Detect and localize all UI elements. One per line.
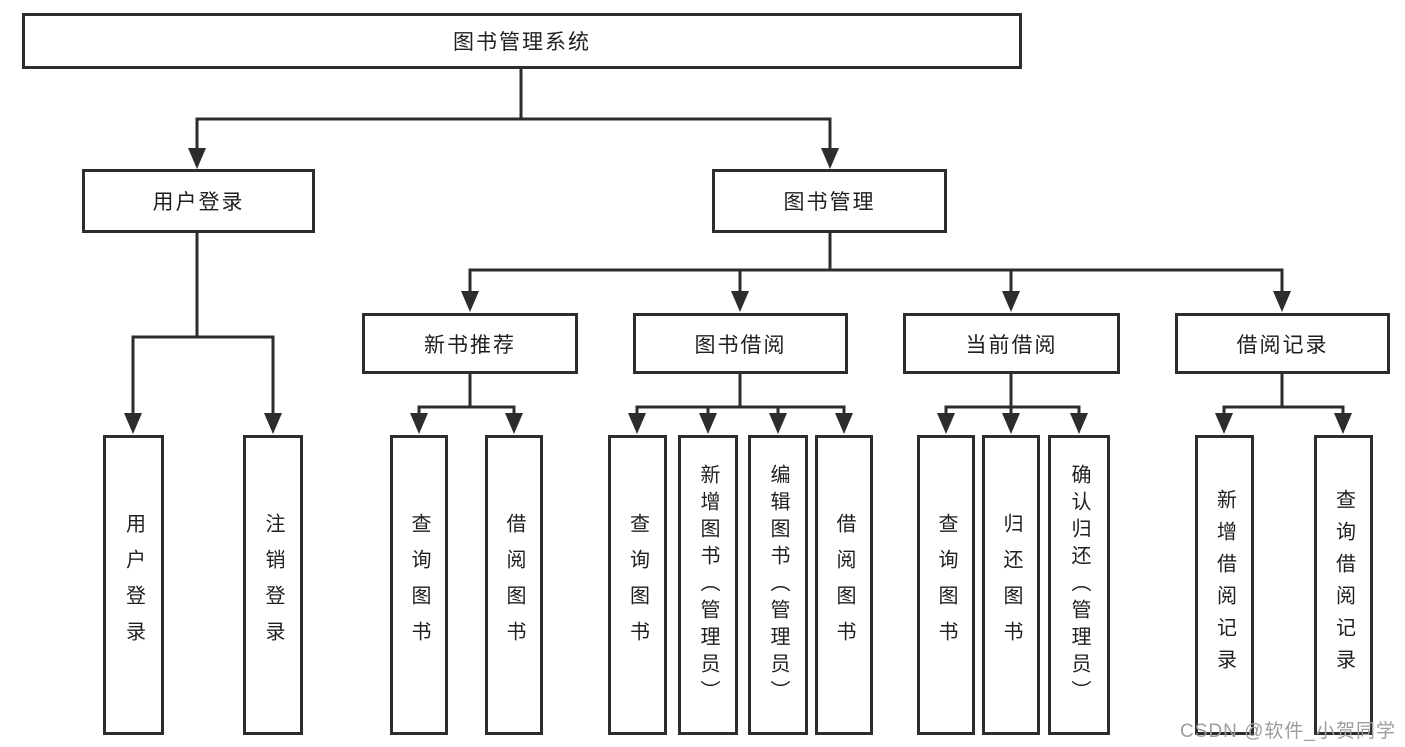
connector-line bbox=[635, 374, 846, 414]
arrowhead-icon bbox=[461, 291, 479, 312]
node-label: 借阅图书 bbox=[503, 513, 525, 657]
node-label: 图书管理 bbox=[783, 191, 876, 214]
arrowhead-icon bbox=[937, 413, 955, 434]
arrowhead-icon bbox=[769, 413, 787, 434]
arrowhead-icon bbox=[124, 413, 142, 434]
node-label: 编辑图书（管理员） bbox=[767, 463, 789, 707]
leaf-borrow-borrow-books: 借阅图书 bbox=[815, 435, 873, 735]
arrowhead-icon bbox=[1215, 413, 1233, 434]
node-label: 查询图书 bbox=[626, 513, 649, 657]
edge-newbookrec-to-leaves bbox=[410, 374, 523, 434]
arrowhead-icon bbox=[628, 413, 646, 434]
connector-line bbox=[195, 67, 832, 150]
leaf-newrec-query-books: 查询图书 bbox=[390, 435, 448, 735]
node-label: 查询图书 bbox=[408, 513, 430, 657]
arrowhead-icon bbox=[821, 148, 839, 169]
edge-currentborrow-to-leaves bbox=[937, 374, 1088, 434]
arrowhead-icon bbox=[1334, 413, 1352, 434]
node-label: 当前借阅 bbox=[965, 333, 1058, 357]
leaf-logout: 注销登录 bbox=[243, 435, 303, 735]
node-book-borrowing: 图书借阅 bbox=[633, 313, 848, 374]
node-label: 查询图书 bbox=[935, 513, 957, 657]
leaf-borrow-add-books-admin: 新增图书（管理员） bbox=[678, 435, 738, 735]
arrowhead-icon bbox=[1002, 291, 1020, 312]
connector-line bbox=[468, 233, 1284, 293]
arrowhead-icon bbox=[410, 413, 428, 434]
node-label: 借阅记录 bbox=[1236, 333, 1329, 357]
leaf-newrec-borrow-books: 借阅图书 bbox=[485, 435, 543, 735]
arrowhead-icon bbox=[731, 291, 749, 312]
arrowhead-icon bbox=[1002, 413, 1020, 434]
node-label: 新增图书（管理员） bbox=[697, 463, 719, 707]
leaf-borrow-query-books: 查询图书 bbox=[608, 435, 667, 735]
node-label: 注销登录 bbox=[262, 513, 284, 657]
node-label: 用户登录 bbox=[152, 191, 245, 214]
edge-bookmgmt-to-level3 bbox=[461, 233, 1291, 312]
connector-line bbox=[417, 374, 516, 414]
leaf-borrow-edit-books-admin: 编辑图书（管理员） bbox=[748, 435, 808, 735]
node-label: 用户登录 bbox=[122, 513, 145, 657]
node-label: 借阅图书 bbox=[833, 513, 855, 657]
node-user-login: 用户登录 bbox=[82, 169, 315, 233]
connector-line bbox=[1222, 374, 1345, 414]
edge-userlogin-to-leaves bbox=[124, 233, 282, 434]
node-new-book-recommendation: 新书推荐 bbox=[362, 313, 578, 374]
edge-root-to-level2 bbox=[188, 67, 839, 169]
node-book-management: 图书管理 bbox=[712, 169, 947, 233]
arrowhead-icon bbox=[835, 413, 853, 434]
node-label: 查询借阅记录 bbox=[1332, 489, 1355, 681]
arrowhead-icon bbox=[699, 413, 717, 434]
arrowhead-icon bbox=[505, 413, 523, 434]
node-borrowing-records: 借阅记录 bbox=[1175, 313, 1390, 374]
edge-bookborrow-to-leaves bbox=[628, 374, 853, 434]
leaf-record-query: 查询借阅记录 bbox=[1314, 435, 1373, 735]
leaf-current-confirm-return-admin: 确认归还（管理员） bbox=[1048, 435, 1110, 735]
connector-line bbox=[131, 233, 275, 414]
csdn-watermark: CSDN @软件_小贺同学 bbox=[1180, 721, 1396, 742]
node-current-borrowing: 当前借阅 bbox=[903, 313, 1120, 374]
arrowhead-icon bbox=[1273, 291, 1291, 312]
node-label: 确认归还（管理员） bbox=[1068, 463, 1090, 707]
edge-borrowrecords-to-leaves bbox=[1215, 374, 1352, 434]
leaf-current-return-books: 归还图书 bbox=[982, 435, 1040, 735]
node-label: 归还图书 bbox=[1000, 513, 1022, 657]
arrowhead-icon bbox=[264, 413, 282, 434]
node-label: 新书推荐 bbox=[424, 333, 516, 357]
node-label: 图书借阅 bbox=[694, 333, 787, 357]
arrowhead-icon bbox=[188, 148, 206, 169]
leaf-current-query-books: 查询图书 bbox=[917, 435, 975, 735]
node-label: 新增借阅记录 bbox=[1213, 489, 1236, 681]
connector-line bbox=[944, 374, 1081, 414]
leaf-user-login: 用户登录 bbox=[103, 435, 164, 735]
node-label: 图书管理系统 bbox=[453, 31, 591, 54]
node-root-system: 图书管理系统 bbox=[22, 13, 1022, 69]
leaf-record-add: 新增借阅记录 bbox=[1195, 435, 1254, 735]
arrowhead-icon bbox=[1070, 413, 1088, 434]
